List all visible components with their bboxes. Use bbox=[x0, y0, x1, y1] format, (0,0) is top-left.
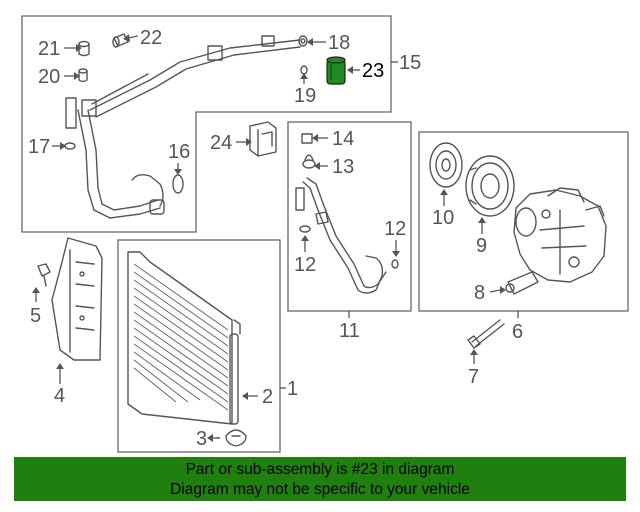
label-5: 5 bbox=[30, 305, 41, 327]
part-21-cap bbox=[78, 40, 90, 57]
part-14-cap bbox=[301, 133, 313, 144]
liquid-line-assembly bbox=[295, 177, 387, 294]
leader-lines bbox=[32, 34, 519, 442]
group-box-15 bbox=[21, 15, 392, 233]
label-24: 24 bbox=[210, 132, 232, 154]
label-11: 11 bbox=[339, 320, 360, 342]
label-10: 10 bbox=[432, 207, 454, 229]
part-12-o-ring-left bbox=[299, 225, 311, 233]
label-17: 17 bbox=[28, 136, 50, 158]
part-22-valve-cap bbox=[112, 33, 129, 48]
label-12-left: 12 bbox=[294, 254, 316, 276]
condenser bbox=[127, 251, 241, 425]
part-19-o-ring bbox=[300, 65, 308, 75]
label-18: 18 bbox=[328, 32, 350, 54]
label-21: 21 bbox=[38, 38, 60, 60]
label-4: 4 bbox=[54, 385, 65, 407]
part-23-highlighted bbox=[326, 56, 346, 85]
label-6: 6 bbox=[512, 321, 523, 343]
label-13: 13 bbox=[332, 156, 354, 178]
label-23: 23 bbox=[362, 60, 384, 82]
part-18-fitting bbox=[298, 35, 308, 47]
part-17-o-ring bbox=[64, 142, 76, 150]
callout-labels: 21 20 22 18 19 23 15 17 16 24 14 13 12 1… bbox=[28, 27, 523, 450]
part-13-valve-core bbox=[302, 154, 316, 169]
banner-line-2: Diagram may not be specific to your vehi… bbox=[170, 481, 470, 498]
info-banner: Part or sub-assembly is #23 in diagram D… bbox=[14, 457, 626, 501]
part-24-bracket bbox=[249, 121, 277, 157]
part-20-cap bbox=[78, 68, 88, 83]
group-box-6 bbox=[418, 131, 629, 312]
part-12-o-ring-right bbox=[391, 259, 399, 269]
label-15: 15 bbox=[399, 52, 421, 74]
label-19: 19 bbox=[294, 85, 316, 107]
part-5-bolt bbox=[37, 263, 51, 287]
compressor-body bbox=[513, 187, 607, 283]
part-7-bolt bbox=[467, 319, 505, 349]
group-box-1 bbox=[117, 239, 281, 453]
part-8-sensor bbox=[505, 271, 539, 295]
group-box-11 bbox=[287, 121, 412, 312]
label-3: 3 bbox=[196, 428, 207, 450]
label-20: 20 bbox=[38, 66, 60, 88]
label-12-right: 12 bbox=[384, 218, 406, 240]
label-1: 1 bbox=[287, 378, 298, 400]
part-3-cushion bbox=[225, 429, 247, 447]
part-4-bracket bbox=[51, 237, 103, 361]
label-2: 2 bbox=[262, 386, 273, 408]
part-10-clutch-plate bbox=[429, 142, 463, 188]
label-22: 22 bbox=[140, 27, 162, 49]
label-8: 8 bbox=[474, 282, 485, 304]
banner-line-1: Part or sub-assembly is #23 in diagram bbox=[185, 461, 455, 478]
label-16: 16 bbox=[168, 141, 190, 163]
label-7: 7 bbox=[468, 366, 479, 388]
suction-discharge-line-assembly bbox=[65, 35, 301, 219]
part-9-pulley bbox=[465, 155, 515, 217]
label-14: 14 bbox=[332, 128, 354, 150]
label-9: 9 bbox=[476, 235, 487, 257]
part-16-o-ring bbox=[172, 174, 184, 194]
